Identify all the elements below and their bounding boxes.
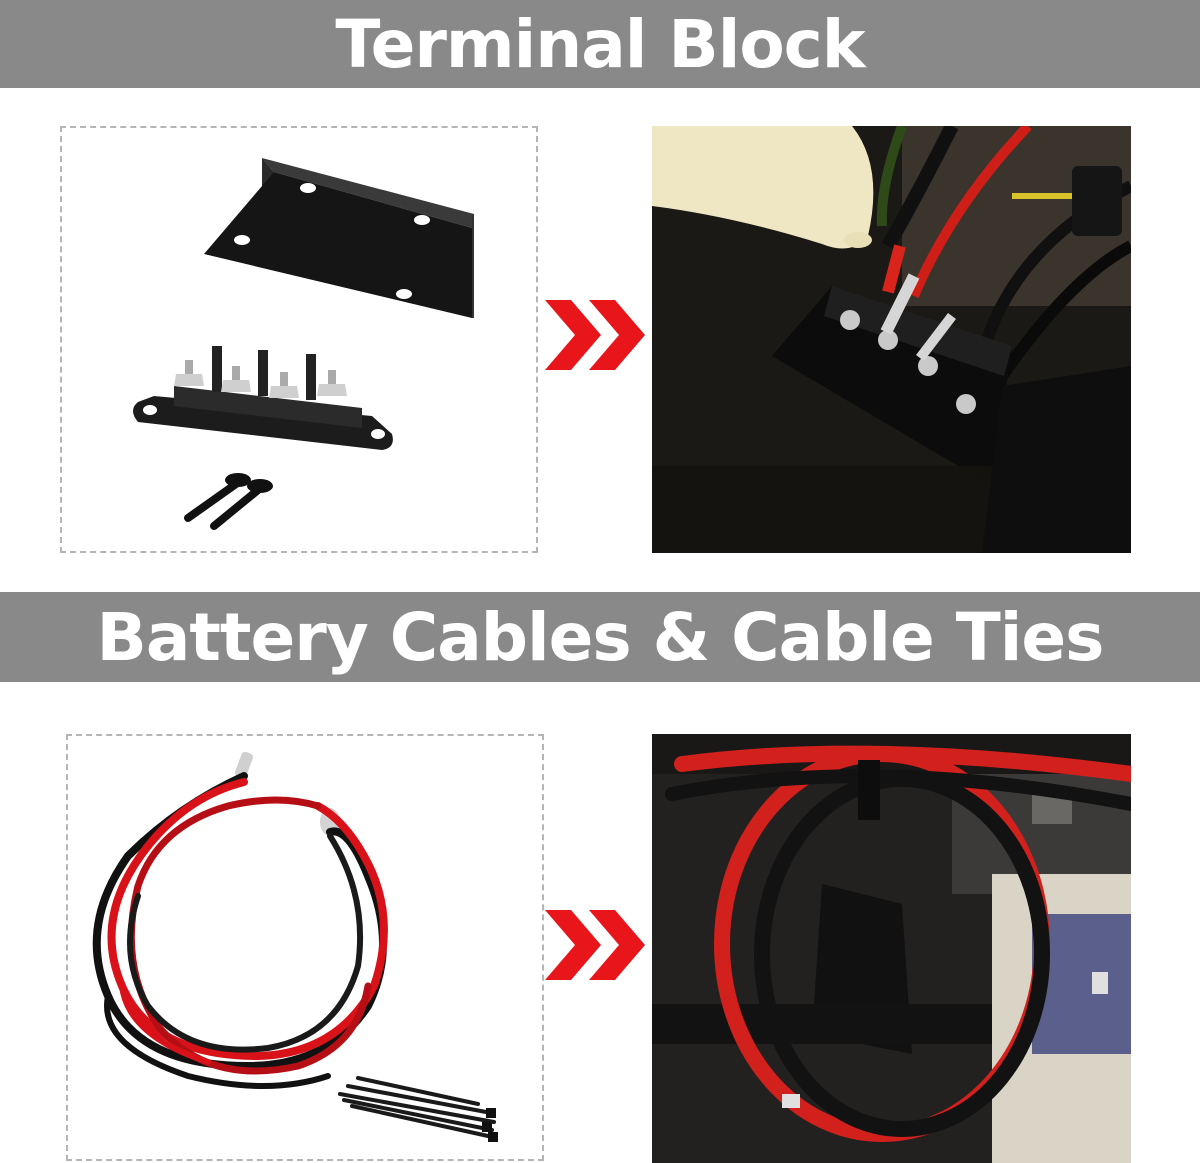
terminal-block-installed-photo	[652, 126, 1131, 553]
section-title: Terminal Block	[335, 5, 865, 83]
cable-lug	[235, 751, 253, 779]
section-banner-battery-cables: Battery Cables & Cable Ties	[0, 592, 1200, 682]
double-chevron-right-icon	[545, 910, 649, 980]
mounting-screws	[184, 473, 273, 530]
double-chevron-right-icon	[545, 300, 649, 370]
bracket-plate	[204, 172, 472, 318]
battery-cables-product-image	[66, 734, 544, 1161]
terminal-block-product-image	[60, 126, 538, 553]
red-cable	[107, 778, 388, 1061]
cable-tie	[858, 760, 880, 820]
cable-tie	[1092, 972, 1108, 994]
battery-cables-installed-photo	[652, 734, 1131, 1163]
cable-ties	[338, 1076, 496, 1138]
bracket-lip	[262, 158, 474, 228]
section-banner-terminal-block: Terminal Block	[0, 0, 1200, 88]
section-title: Battery Cables & Cable Ties	[96, 598, 1105, 676]
terminal-block	[133, 346, 393, 450]
